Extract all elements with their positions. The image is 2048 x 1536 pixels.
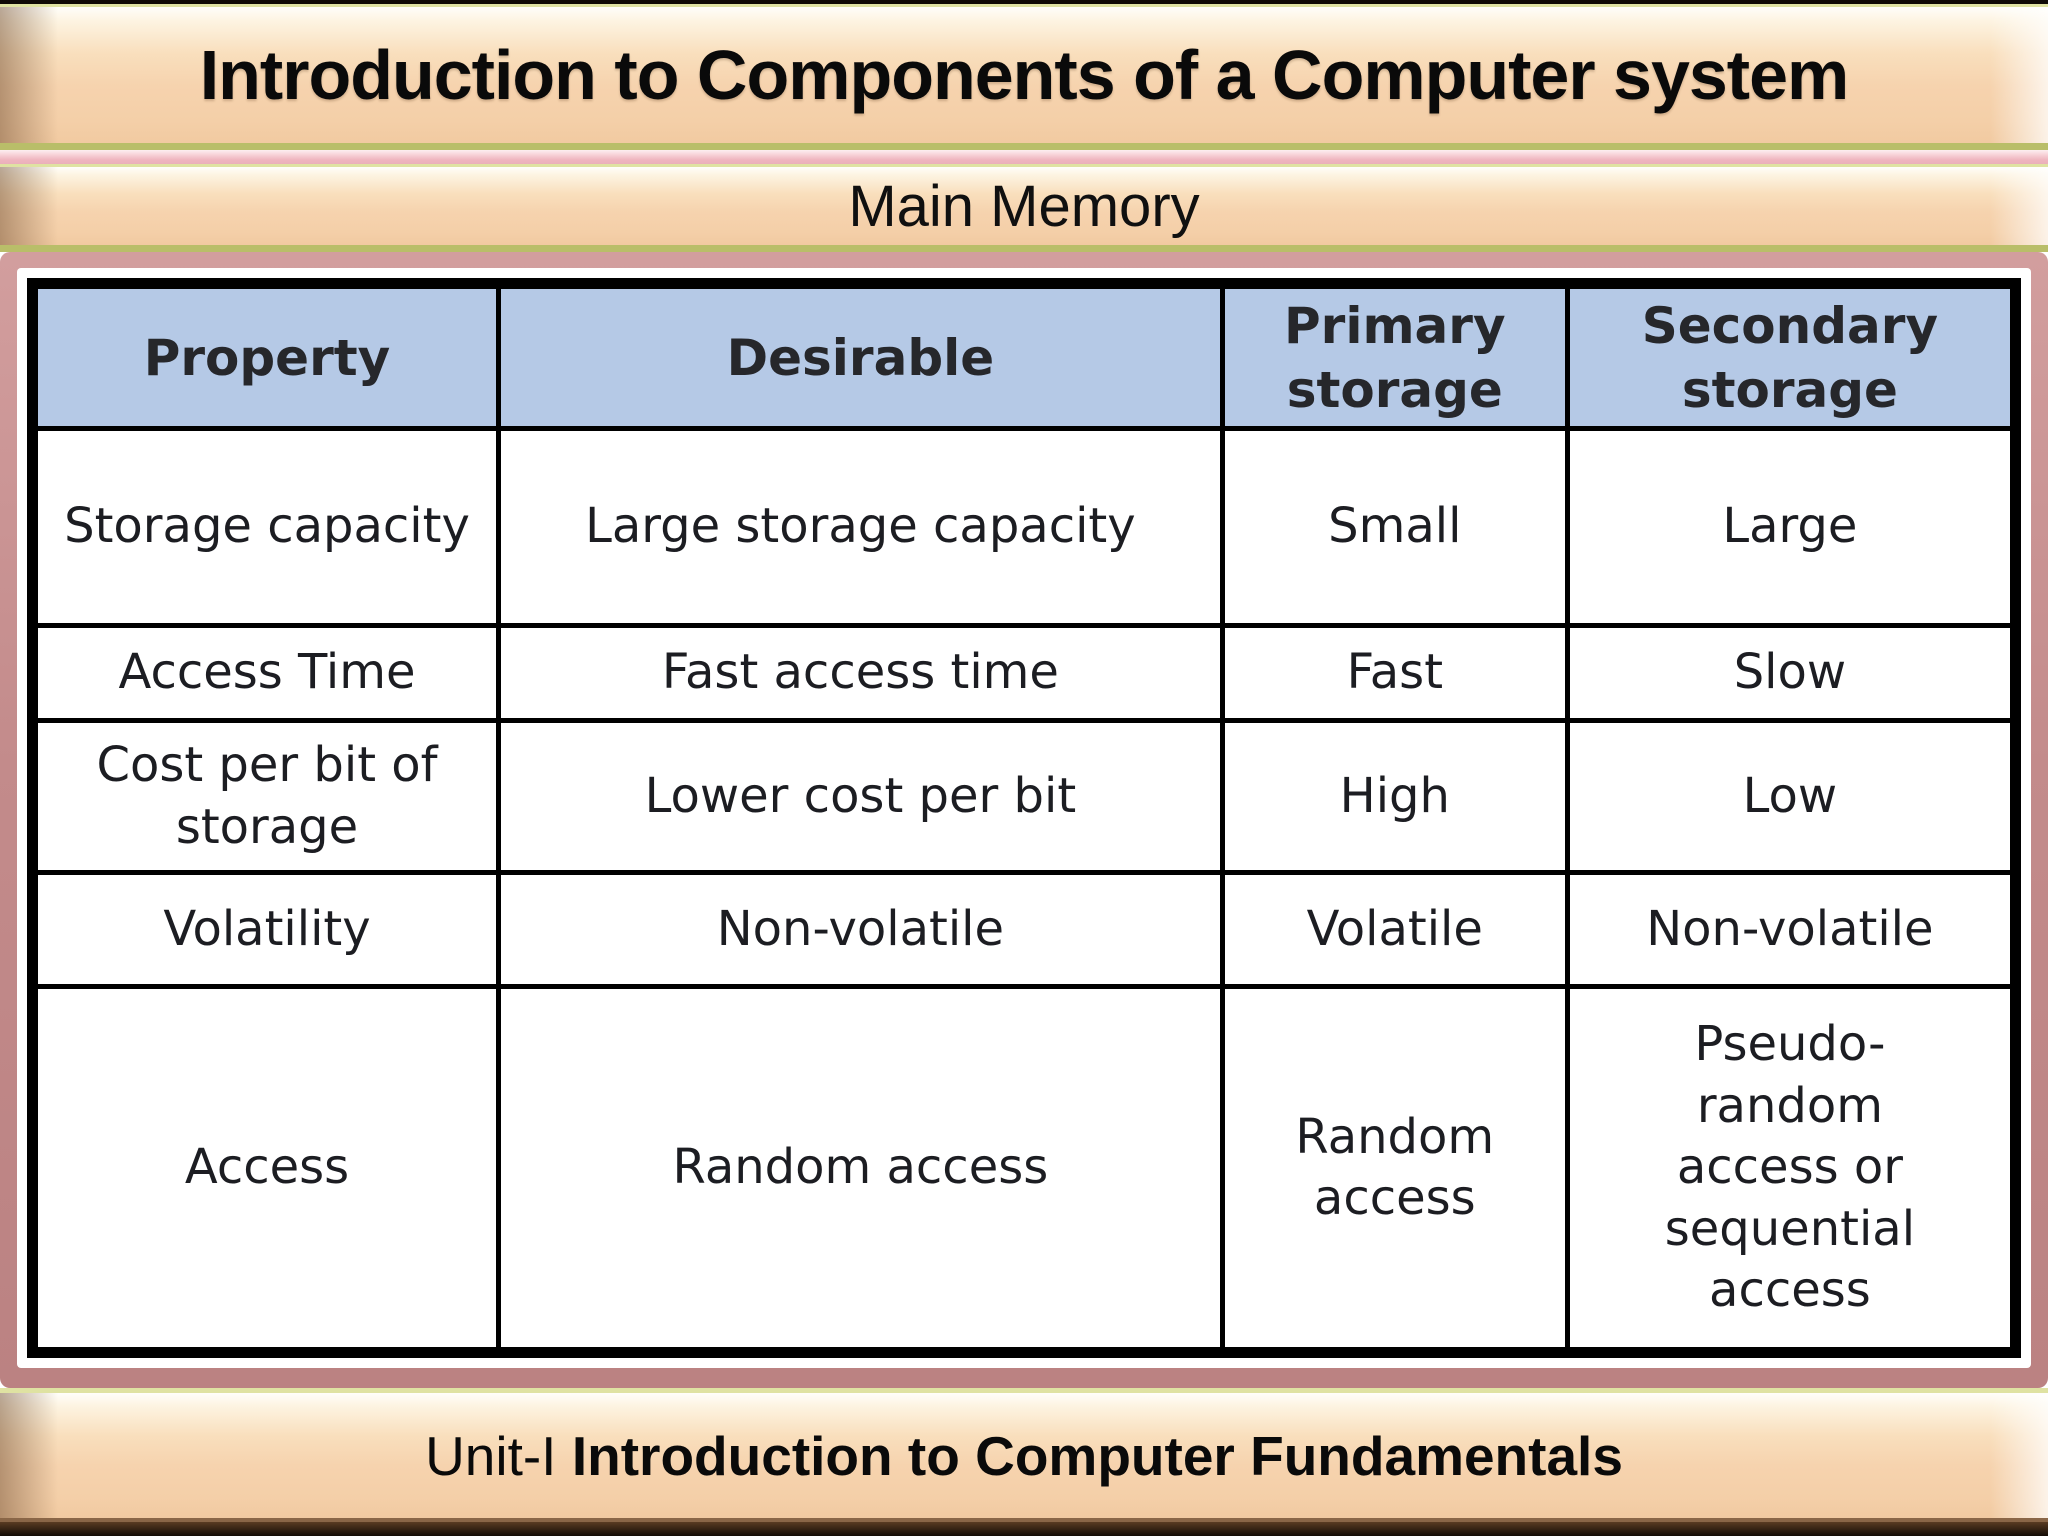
cell-primary: High [1219,718,1570,875]
table-row: Storage capacity Large storage capacity … [30,426,2019,628]
cell-property: Storage capacity [30,426,501,628]
cell-desirable: Large storage capacity [496,426,1225,628]
table-row: Access Random access Random access Pseud… [30,984,2019,1355]
cell-secondary: Non-volatile [1564,870,2019,989]
table-row: Cost per bit of storage Lower cost per b… [30,718,2019,875]
page-title: Introduction to Components of a Computer… [199,36,1850,114]
title-banner: Introduction to Components of a Computer… [0,4,2048,150]
cell-primary: Fast [1219,623,1570,723]
footer-course-title: Introduction to Computer Fundamentals [571,1424,1623,1487]
cell-property: Access [30,984,501,1355]
header-desirable: Desirable [496,281,1225,431]
table-frame: Property Desirable Primary storage Secon… [0,252,2048,1388]
cell-desirable: Fast access time [496,623,1225,723]
cell-secondary: Pseudo-random access or sequential acces… [1564,984,2019,1355]
cell-property: Cost per bit of storage [30,718,501,875]
table-header-row: Property Desirable Primary storage Secon… [30,281,2019,431]
cell-secondary: Slow [1564,623,2019,723]
cell-desirable: Random access [496,984,1225,1355]
cell-property: Volatility [30,870,501,989]
cell-secondary: Low [1564,718,2019,875]
banner-separator [0,150,2048,164]
footer-unit-label: Unit-I [425,1424,557,1487]
cell-property: Access Time [30,623,501,723]
header-primary-storage: Primary storage [1219,281,1570,431]
cell-primary: Small [1219,426,1570,628]
subtitle-banner: Main Memory [0,164,2048,252]
cell-primary: Volatile [1219,870,1570,989]
cell-secondary: Large [1564,426,2019,628]
bottom-edge [0,1522,2048,1536]
table-row: Volatility Non-volatile Volatile Non-vol… [30,870,2019,989]
header-property: Property [30,281,501,431]
content-area: Property Desirable Primary storage Secon… [0,252,2048,1388]
slide-subtitle: Main Memory [848,173,1200,239]
cell-desirable: Non-volatile [496,870,1225,989]
header-secondary-storage: Secondary storage [1564,281,2019,431]
cell-desirable: Lower cost per bit [496,718,1225,875]
table-inset: Property Desirable Primary storage Secon… [17,268,2031,1368]
cell-primary: Random access [1219,984,1570,1355]
top-edge [0,0,2048,4]
table-row: Access Time Fast access time Fast Slow [30,623,2019,723]
memory-comparison-table: Property Desirable Primary storage Secon… [27,278,2021,1358]
